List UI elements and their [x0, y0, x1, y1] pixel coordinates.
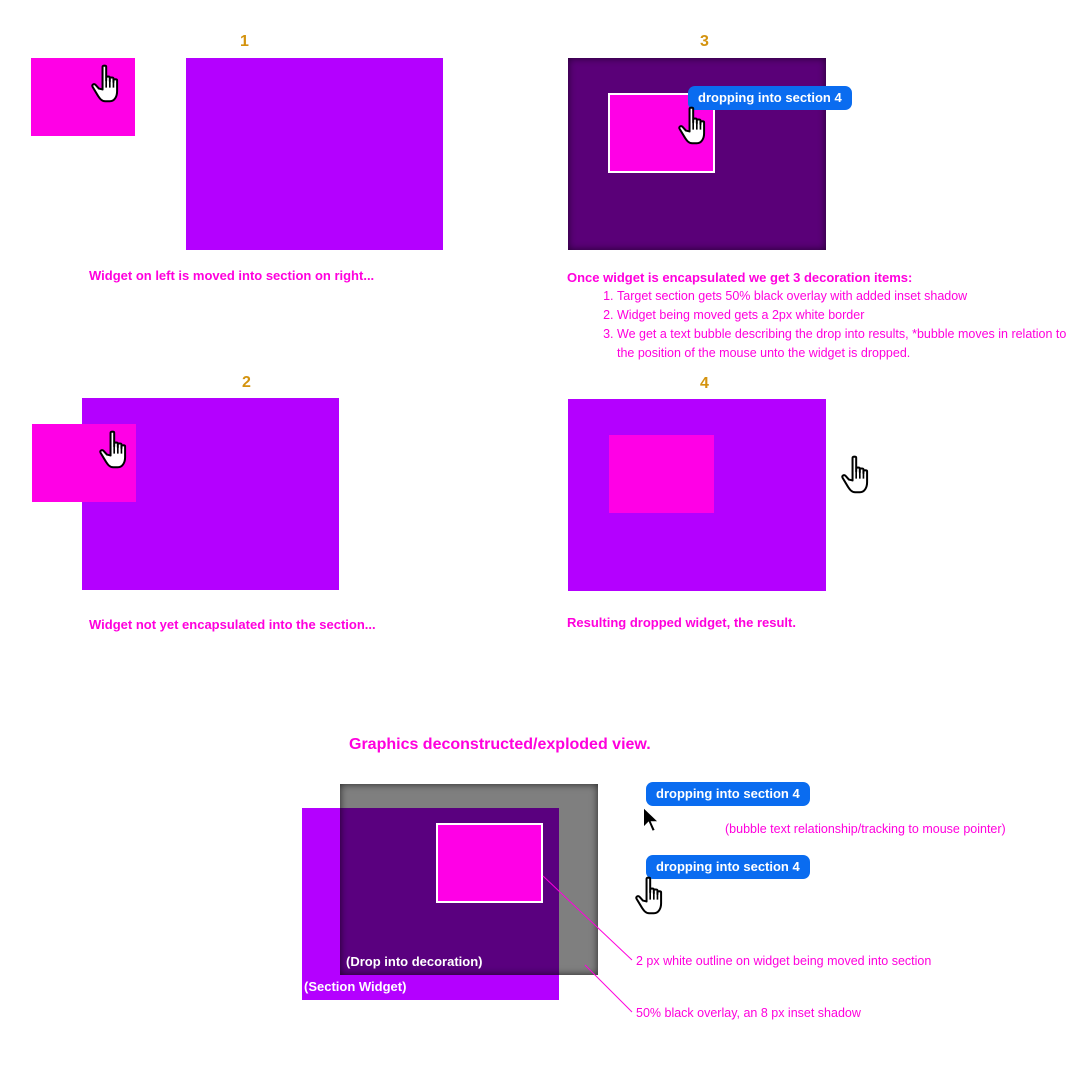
decoration-items-list: Target section gets 50% black overlay wi… [567, 287, 1084, 363]
list-item: Target section gets 50% black overlay wi… [617, 287, 1084, 306]
hand-pointer-icon [96, 430, 136, 470]
overlay-note: 50% black overlay, an 8 px inset shadow [636, 1006, 861, 1020]
exploded-view-title: Graphics deconstructed/exploded view. [349, 736, 651, 753]
step2-caption: Widget not yet encapsulated into the sec… [89, 617, 376, 632]
arrow-pointer-icon [642, 806, 660, 834]
step-number-1: 1 [240, 33, 249, 50]
list-item: Widget being moved gets a 2px white bord… [617, 306, 1084, 325]
step1-caption: Widget on left is moved into section on … [89, 268, 375, 283]
step-number-3: 3 [700, 33, 709, 50]
step-number-2: 2 [242, 374, 251, 391]
drop-bubble-top: dropping into section 4 [646, 782, 810, 806]
outline-note: 2 px white outline on widget being moved… [636, 954, 932, 968]
drop-bubble-bottom: dropping into section 4 [646, 855, 810, 879]
list-item: We get a text bubble describing the drop… [617, 325, 1084, 363]
drop-bubble: dropping into section 4 [688, 86, 852, 110]
widget-box [31, 58, 135, 136]
dropped-widget [609, 435, 714, 513]
widget-with-white-border [436, 823, 543, 903]
step-number-4: 4 [700, 375, 709, 392]
hand-pointer-icon [632, 876, 672, 916]
section-widget-label: (Section Widget) [304, 979, 407, 994]
hand-pointer-icon [88, 64, 128, 104]
step3-caption-title: Once widget is encapsulated we get 3 dec… [567, 270, 913, 285]
step4-caption: Resulting dropped widget, the result. [567, 615, 796, 630]
bubble-tracking-note: (bubble text relationship/tracking to mo… [725, 822, 1006, 836]
hand-pointer-icon [675, 106, 715, 146]
section-box [186, 58, 443, 250]
drop-decoration-label: (Drop into decoration) [346, 954, 483, 969]
hand-pointer-icon [838, 455, 878, 495]
